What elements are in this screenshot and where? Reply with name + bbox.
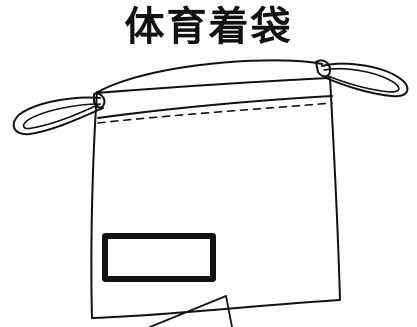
page-title: 体育着袋 — [124, 4, 293, 50]
bag-back-rim — [95, 59, 323, 94]
name-tag — [102, 233, 216, 282]
left-drawstring-loop — [12, 96, 104, 136]
bag-stitch-line — [97, 102, 333, 124]
bag-left-side — [90, 91, 98, 319]
callout-pointer-left — [149, 295, 227, 327]
right-drawstring-loop — [321, 62, 409, 98]
callout-pointer-right — [225, 295, 233, 327]
bag-bottom — [91, 299, 341, 319]
bag-right-side — [329, 77, 341, 301]
bag-front-band-top — [95, 77, 329, 94]
bag-front-band-bottom — [97, 95, 333, 119]
